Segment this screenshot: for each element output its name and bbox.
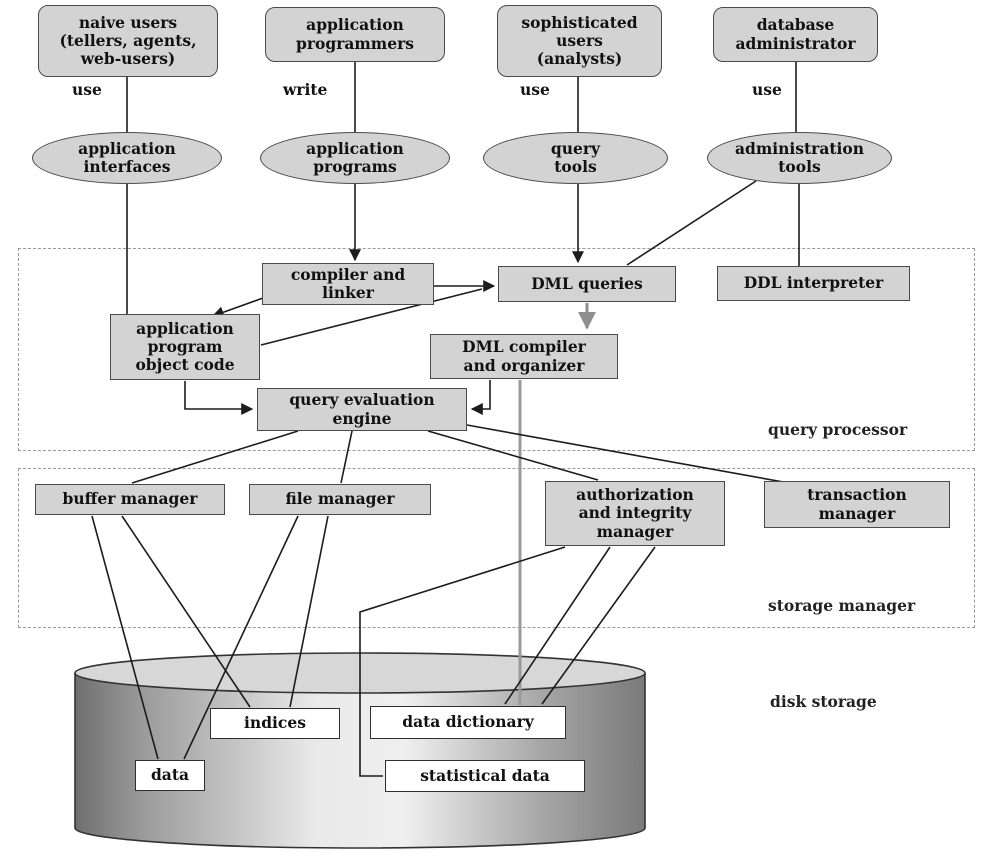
authorization-and-integrity-manager-label: authorization and integrity manager (576, 485, 694, 541)
indices-label: indices (244, 713, 306, 733)
edge-dml-compiler-engine (470, 380, 491, 415)
dml-queries-label: DML queries (531, 273, 643, 293)
actor-sophisticated-users-label: sophisticated users (analysts) (521, 12, 638, 69)
verb-write: write (283, 80, 328, 99)
ellipse-query-tools: query tools (483, 132, 668, 184)
node-compiler-and-linker: compiler and linker (262, 263, 434, 305)
buffer-manager-label: buffer manager (62, 489, 198, 509)
administration-tools-label: administration tools (734, 138, 865, 176)
actor-sophisticated-users: sophisticated users (analysts) (497, 5, 662, 77)
edge-auth-data-dictionary-1 (504, 546, 611, 705)
node-file-manager: file manager (249, 484, 431, 515)
compiler-and-linker-label: compiler and linker (290, 264, 406, 302)
actor-naive-users-label: naive users (tellers, agents, web-users) (59, 12, 197, 69)
ddl-interpreter-label: DDL interpreter (743, 273, 884, 293)
verb-use-naive: use (72, 80, 102, 99)
dml-compiler-and-organizer-label: DML compiler and organizer (462, 337, 586, 375)
edge-object-code-dml-queries (260, 288, 483, 346)
node-query-evaluation-engine: query evaluation engine (257, 388, 467, 431)
node-dml-compiler-and-organizer: DML compiler and organizer (430, 334, 618, 379)
node-authorization-and-integrity-manager: authorization and integrity manager (545, 481, 725, 546)
edge-admin-tools-dml-queries (626, 180, 757, 266)
edge-engine-transaction-manager (466, 424, 790, 484)
file-manager-label: file manager (285, 489, 395, 509)
data-dictionary-label: data dictionary (402, 712, 534, 732)
ellipse-application-programs: application programs (260, 132, 450, 184)
query-evaluation-engine-label: query evaluation engine (289, 390, 435, 428)
edge-auth-data-dictionary-2 (541, 546, 656, 705)
edge-object-code-engine (184, 381, 254, 415)
edge-file-data (183, 515, 299, 760)
verb-use-sophisticated: use (520, 80, 550, 99)
node-buffer-manager: buffer manager (35, 484, 225, 515)
storage-manager-region (18, 468, 975, 628)
verb-use-dba: use (752, 80, 782, 99)
application-program-object-code-label: application program object code (135, 318, 235, 375)
actor-application-programmers-label: application programmers (296, 15, 414, 53)
node-statistical-data: statistical data (385, 760, 585, 792)
node-data: data (135, 760, 205, 791)
actor-naive-users: naive users (tellers, agents, web-users) (38, 5, 218, 77)
query-processor-region-label: query processor (768, 420, 908, 439)
node-data-dictionary: data dictionary (370, 706, 566, 739)
application-programs-label: application programs (306, 138, 404, 176)
edge-engine-file-manager (340, 430, 353, 484)
data-label: data (150, 765, 190, 785)
node-indices: indices (210, 708, 340, 739)
disk-storage-region-label: disk storage (770, 692, 877, 711)
disk-cylinder (74, 652, 646, 849)
edge-compiler-object-code (211, 297, 264, 318)
actor-application-programmers: application programmers (265, 7, 445, 62)
edge-auth-statistical-data (359, 546, 566, 777)
node-ddl-interpreter: DDL interpreter (717, 266, 910, 301)
node-dml-queries: DML queries (498, 266, 676, 302)
node-application-program-object-code: application program object code (110, 314, 260, 380)
application-interfaces-label: application interfaces (78, 138, 176, 176)
node-transaction-manager: transaction manager (764, 481, 950, 528)
edge-file-indices (289, 515, 329, 708)
actor-database-administrator-label: database administrator (735, 15, 856, 53)
edge-engine-auth-manager (427, 430, 599, 481)
edge-buffer-indices (121, 515, 251, 708)
query-tools-label: query tools (550, 138, 601, 176)
transaction-manager-label: transaction manager (807, 485, 907, 523)
ellipse-administration-tools: administration tools (707, 132, 892, 184)
storage-manager-region-label: storage manager (768, 596, 916, 615)
edge-buffer-data (91, 515, 159, 760)
edges (91, 62, 800, 777)
actor-database-administrator: database administrator (713, 7, 878, 62)
edge-engine-buffer-manager (131, 430, 299, 484)
ellipse-application-interfaces: application interfaces (32, 132, 222, 184)
statistical-data-label: statistical data (420, 765, 550, 785)
